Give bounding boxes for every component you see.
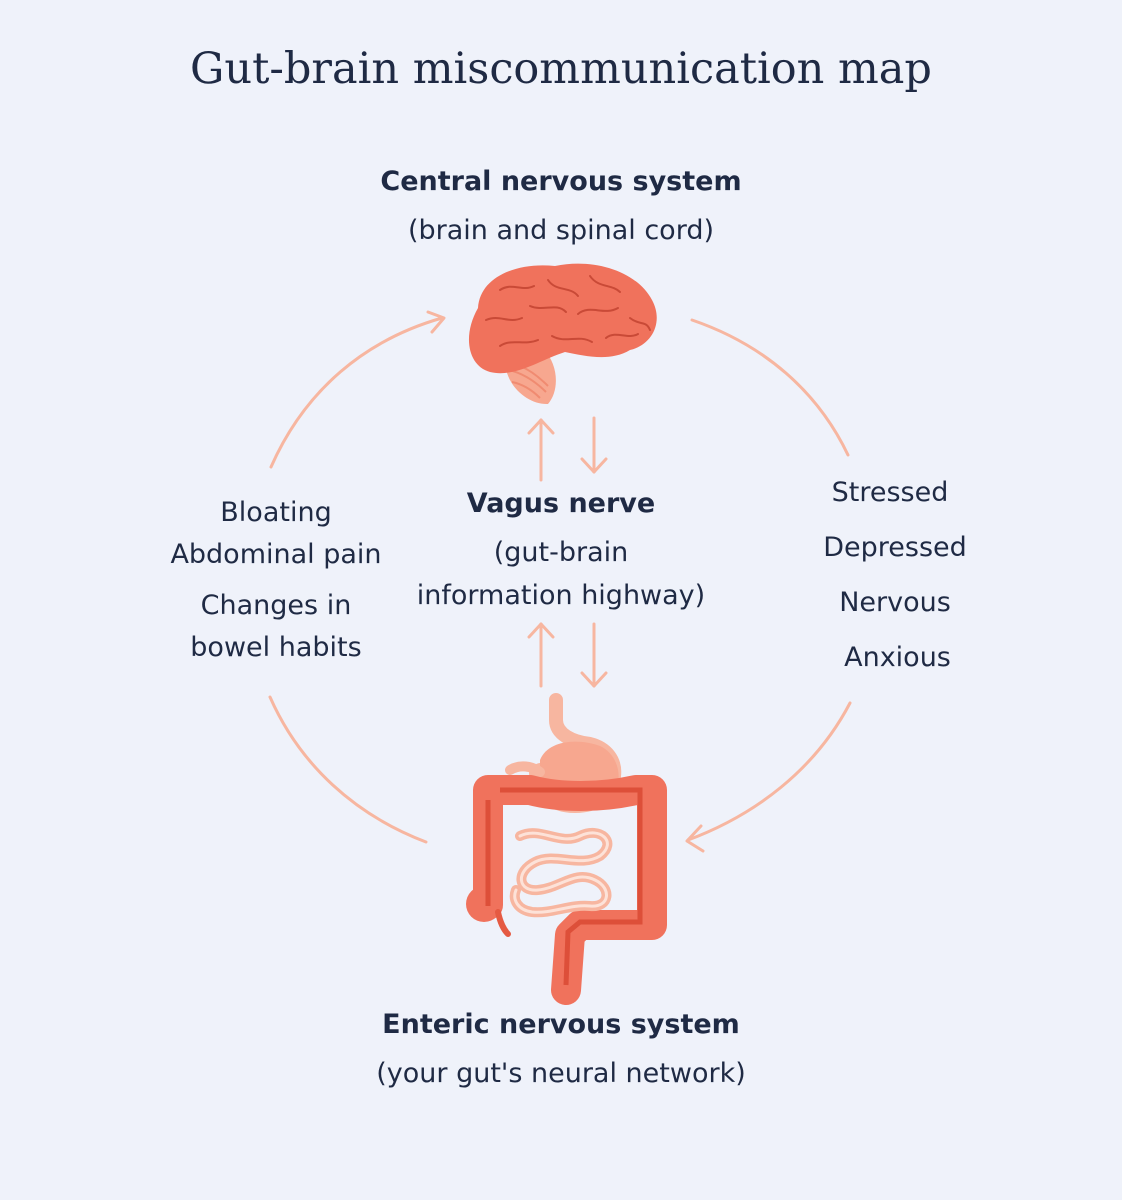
diagram-title: Gut-brain miscommunication map [190,44,932,94]
arrowhead-icon [685,824,705,853]
emotional-states-list: Stressed Depressed Nervous Anxious [745,0,1045,700]
ens-subtitle: (your gut's neural network) [376,1058,746,1089]
vagus-subtitle-line2: information highway) [416,580,706,611]
symptom-item: Bloating [220,497,332,528]
ens-heading: Enteric nervous system [382,1009,740,1040]
emotion-item: Stressed [831,477,949,508]
gut-symptoms-list: Bloating Abdominal pain Changes in bowel… [126,0,426,700]
symptom-item: Changes in [200,590,352,621]
arc-brain-to-emotions [690,318,850,457]
arrowhead-icon [426,310,446,334]
symptom-item: Abdominal pain [170,539,382,570]
vagus-subtitle-line1: (gut-brain [493,537,629,568]
cns-subtitle: (brain and spinal cord) [407,215,714,246]
emotion-item: Anxious [844,642,951,673]
brain-icon [468,263,657,405]
arc-gut-to-symptoms [268,695,428,844]
emotion-item: Nervous [839,587,951,618]
digestive-system-icon [466,693,667,1005]
arrow-emotions-to-gut [686,701,852,842]
symptom-item: bowel habits [190,632,362,663]
cns-heading: Central nervous system [380,166,742,197]
arrow-symptoms-to-brain [269,316,444,469]
vagus-heading: Vagus nerve [466,488,656,519]
emotion-item: Depressed [823,532,967,563]
